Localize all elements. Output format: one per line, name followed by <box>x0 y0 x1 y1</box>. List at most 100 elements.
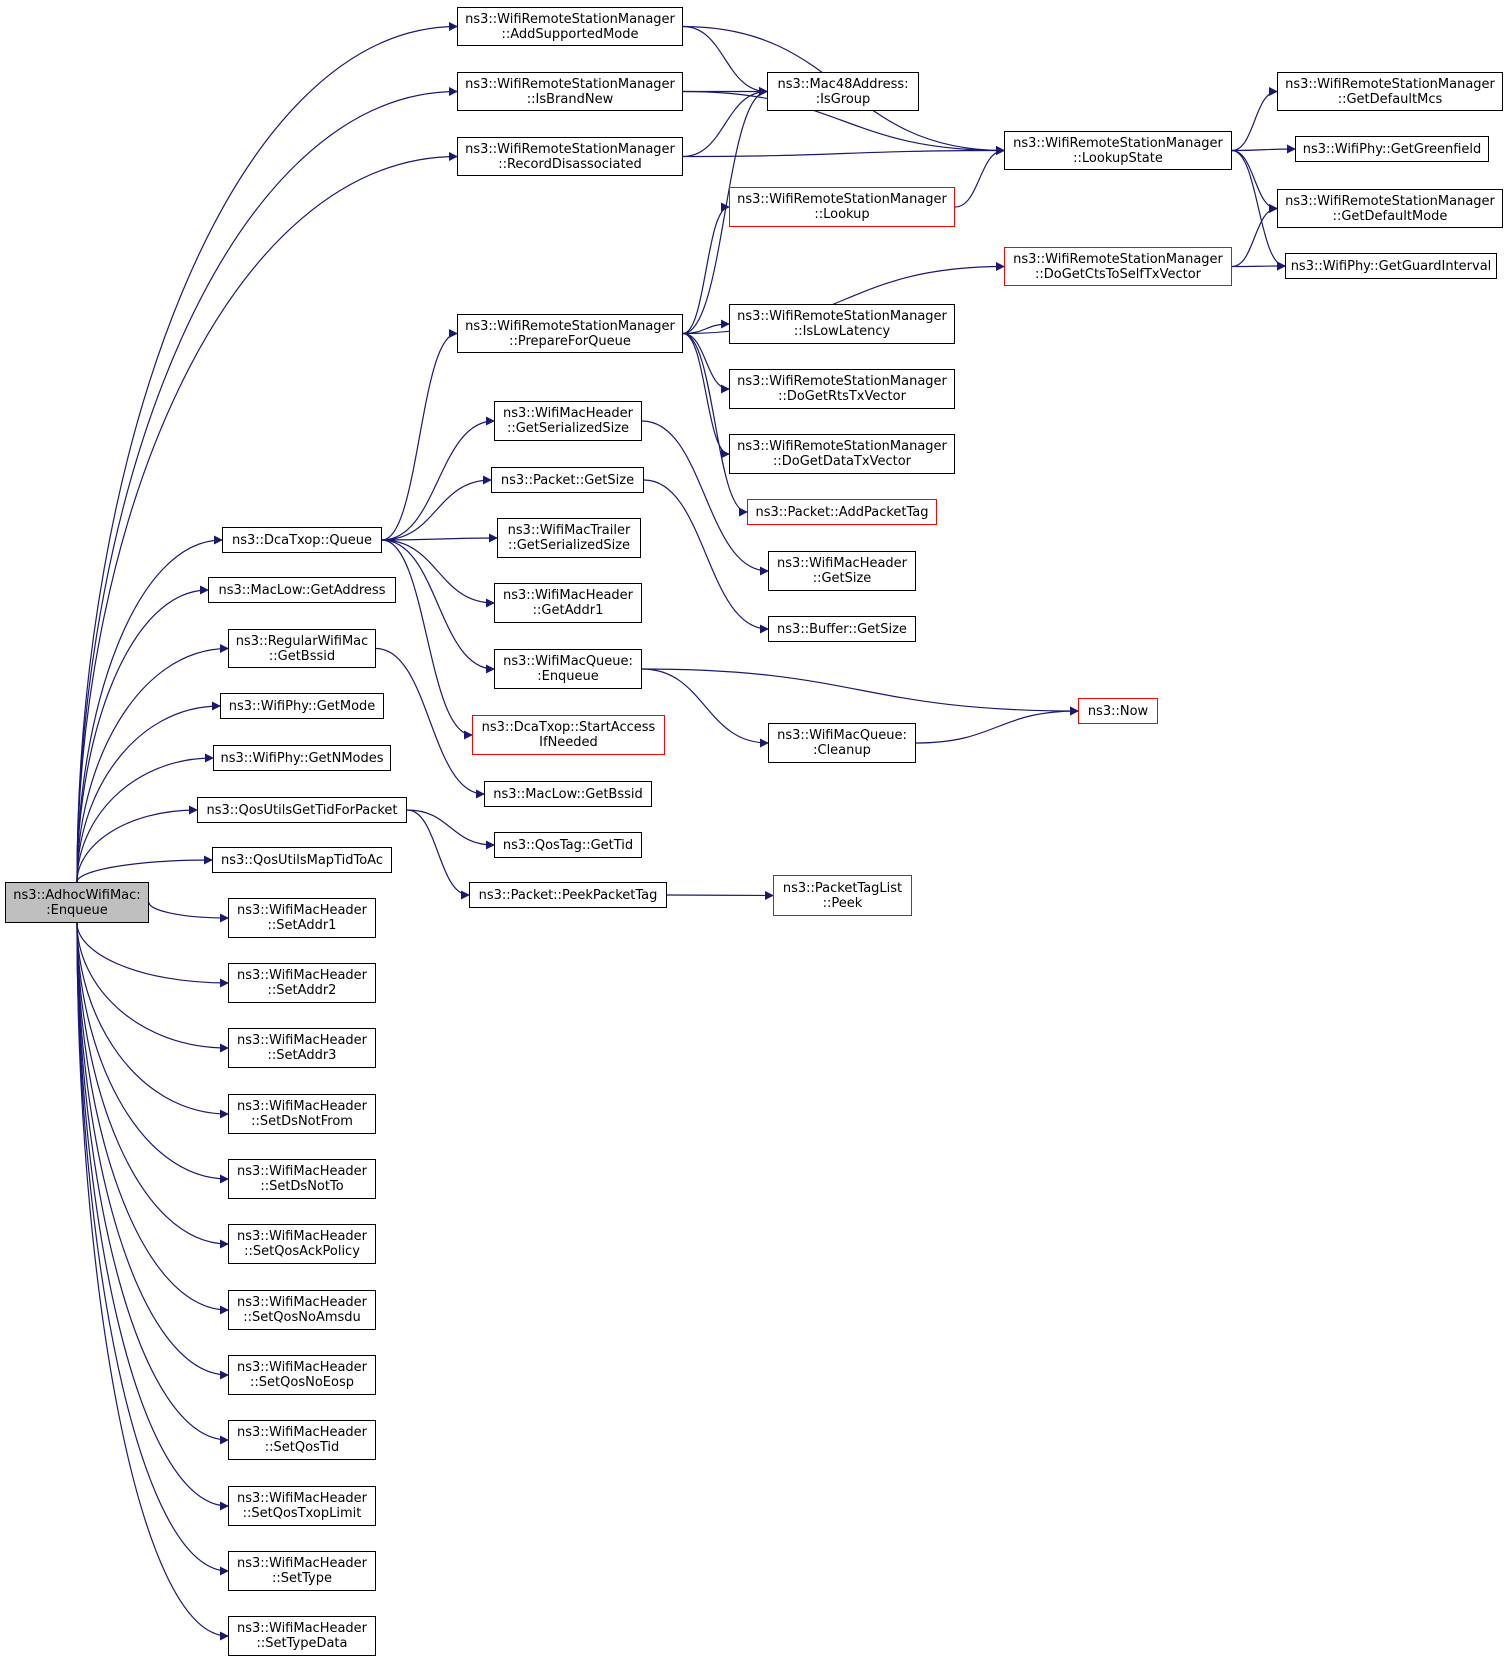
node-is-group[interactable]: ns3::Mac48Address::IsGroup <box>767 72 919 111</box>
node-set-addr1[interactable]: ns3::WifiMacHeader::SetAddr1 <box>228 898 376 938</box>
node-label-line: ns3::PacketTagList <box>782 880 903 896</box>
node-label-line: ns3::WifiMacHeader <box>236 903 368 918</box>
edge-root-to-setQosTid <box>76 922 229 1445</box>
node-set-qos-no-amsdu[interactable]: ns3::WifiMacHeader::SetQosNoAmsdu <box>228 1290 376 1330</box>
node-label-line: ns3::WifiMacHeader <box>236 1491 368 1506</box>
node-label-line: ::SetAddr1 <box>267 918 337 933</box>
node-label-line: ns3::WifiPhy::GetMode <box>228 698 376 714</box>
node-add-supported-mode[interactable]: ns3::WifiRemoteStationManager::AddSuppor… <box>457 7 683 46</box>
node-label-line: ns3::WifiMacTrailer <box>507 523 631 538</box>
node-qos-tag-get-tid[interactable]: ns3::QosTag::GetTid <box>494 832 642 858</box>
node-regular-get-bssid[interactable]: ns3::RegularWifiMac::GetBssid <box>228 629 376 668</box>
node-label-line: ::GetAddr1 <box>532 603 604 618</box>
node-is-brand-new[interactable]: ns3::WifiRemoteStationManager::IsBrandNe… <box>457 72 683 111</box>
node-label-line: ns3::WifiRemoteStationManager <box>1285 193 1495 209</box>
node-label-line: ns3::WifiMacHeader <box>502 406 634 421</box>
node-label-line: ::AddSupportedMode <box>501 26 639 42</box>
node-qos-get-tid-for-packet[interactable]: ns3::QosUtilsGetTidForPacket <box>197 797 407 823</box>
edge-prepareForQueue-to-doGetRts <box>682 332 730 394</box>
node-label-line: ns3::WifiRemoteStationManager <box>1285 76 1495 92</box>
node-set-type-data[interactable]: ns3::WifiMacHeader::SetTypeData <box>228 1616 376 1656</box>
node-mac-low-get-address[interactable]: ns3::MacLow::GetAddress <box>208 577 396 603</box>
node-set-ds-not-from[interactable]: ns3::WifiMacHeader::SetDsNotFrom <box>228 1094 376 1134</box>
node-prepare-for-queue[interactable]: ns3::WifiRemoteStationManager::PrepareFo… <box>457 314 683 353</box>
node-trailer-get-serialized-size[interactable]: ns3::WifiMacTrailer::GetSerializedSize <box>497 518 641 558</box>
node-label-line: ns3::Mac48Address: <box>777 76 909 92</box>
node-qos-map-tid-to-ac[interactable]: ns3::QosUtilsMapTidToAc <box>212 847 392 873</box>
node-label-line: ::IsLowLatency <box>793 324 891 339</box>
node-peek-packet-tag[interactable]: ns3::Packet::PeekPacketTag <box>469 882 667 908</box>
node-label-line: ns3::WifiRemoteStationManager <box>465 318 675 334</box>
node-do-get-data[interactable]: ns3::WifiRemoteStationManager::DoGetData… <box>729 434 955 474</box>
node-lookup-state[interactable]: ns3::WifiRemoteStationManager::LookupSta… <box>1004 131 1232 170</box>
node-label-line: ::SetQosTxopLimit <box>242 1506 362 1521</box>
node-do-get-cts-to-self[interactable]: ns3::WifiRemoteStationManager::DoGetCtsT… <box>1004 247 1232 286</box>
node-set-qos-ack-policy[interactable]: ns3::WifiMacHeader::SetQosAckPolicy <box>228 1224 376 1264</box>
node-label-line: ns3::Packet::GetSize <box>500 472 635 488</box>
node-label-line: ns3::WifiMacQueue: <box>503 654 633 669</box>
node-get-greenfield[interactable]: ns3::WifiPhy::GetGreenfield <box>1295 136 1489 162</box>
node-label-line: ::SetDsNotFrom <box>251 1114 353 1129</box>
edge-doGetCtsToSelf-to-getGuardInterval <box>1231 261 1286 271</box>
node-label-line: ::Lookup <box>814 207 870 222</box>
node-label-line: ns3::WifiRemoteStationManager <box>465 141 675 157</box>
node-label-line: ns3::WifiRemoteStationManager <box>737 374 947 389</box>
edge-qosGetTidForPacket-to-peekPacketTag <box>406 809 470 900</box>
node-label-line: ns3::WifiMacHeader <box>236 1295 368 1310</box>
node-label-line: ::SetQosTid <box>264 1440 340 1455</box>
node-get-addr1[interactable]: ns3::WifiMacHeader::GetAddr1 <box>494 583 642 623</box>
node-is-low-latency[interactable]: ns3::WifiRemoteStationManager::IsLowLate… <box>729 304 955 344</box>
edge-root-to-setAddr1 <box>148 902 229 923</box>
node-get-default-mode[interactable]: ns3::WifiRemoteStationManager::GetDefaul… <box>1277 189 1503 228</box>
node-label-line: ns3::Packet::PeekPacketTag <box>478 887 658 903</box>
node-label-line: ns3::WifiMacHeader <box>236 1621 368 1636</box>
node-do-get-rts[interactable]: ns3::WifiRemoteStationManager::DoGetRtsT… <box>729 369 955 409</box>
node-label-line: ns3::QosUtilsMapTidToAc <box>221 852 383 868</box>
node-tag-list-peek[interactable]: ns3::PacketTagList::Peek <box>773 875 912 916</box>
node-label-line: ns3::WifiPhy::GetNModes <box>220 750 384 766</box>
node-get-nmodes[interactable]: ns3::WifiPhy::GetNModes <box>213 745 391 771</box>
node-mac-low-get-bssid[interactable]: ns3::MacLow::GetBssid <box>484 781 652 807</box>
node-lookup[interactable]: ns3::WifiRemoteStationManager::Lookup <box>729 187 955 227</box>
node-label-line: ::SetQosAckPolicy <box>244 1244 360 1259</box>
edge-hdrGetSerializedSize-to-hdrGetSize <box>641 420 769 576</box>
node-get-mode[interactable]: ns3::WifiPhy::GetMode <box>220 693 384 719</box>
edge-dcaQueue-to-getAddr1 <box>381 539 495 608</box>
node-label-line: ns3::WifiRemoteStationManager <box>737 309 947 324</box>
node-label-line: :IsGroup <box>815 91 871 107</box>
node-wifi-mac-queue-enqueue[interactable]: ns3::WifiMacQueue::Enqueue <box>494 649 642 689</box>
node-label-line: ns3::QosUtilsGetTidForPacket <box>206 802 398 818</box>
node-packet-get-size[interactable]: ns3::Packet::GetSize <box>491 467 644 493</box>
node-get-guard-interval[interactable]: ns3::WifiPhy::GetGuardInterval <box>1285 253 1497 279</box>
node-set-qos-no-eosp[interactable]: ns3::WifiMacHeader::SetQosNoEosp <box>228 1355 376 1395</box>
node-now[interactable]: ns3::Now <box>1078 698 1158 724</box>
node-dca-queue[interactable]: ns3::DcaTxop::Queue <box>222 527 382 553</box>
node-add-packet-tag[interactable]: ns3::Packet::AddPacketTag <box>747 499 937 525</box>
edge-root-to-regularGetBssid <box>76 644 229 883</box>
node-label-line: ns3::QosTag::GetTid <box>502 837 634 853</box>
edge-root-to-setAddr2 <box>76 922 229 988</box>
node-set-addr2[interactable]: ns3::WifiMacHeader::SetAddr2 <box>228 963 376 1003</box>
node-set-qos-tid[interactable]: ns3::WifiMacHeader::SetQosTid <box>228 1420 376 1460</box>
node-get-default-mcs[interactable]: ns3::WifiRemoteStationManager::GetDefaul… <box>1277 72 1503 111</box>
node-set-addr3[interactable]: ns3::WifiMacHeader::SetAddr3 <box>228 1028 376 1068</box>
node-cleanup[interactable]: ns3::WifiMacQueue::Cleanup <box>768 723 916 763</box>
node-record-disassociated[interactable]: ns3::WifiRemoteStationManager::RecordDis… <box>457 137 683 176</box>
node-label-line: ::DoGetCtsToSelfTxVector <box>1034 266 1202 282</box>
node-buffer-get-size[interactable]: ns3::Buffer::GetSize <box>768 616 916 642</box>
node-label-line: ns3::WifiMacHeader <box>502 588 634 603</box>
edge-peekPacketTag-to-tagListPeek <box>666 890 774 900</box>
node-set-ds-not-to[interactable]: ns3::WifiMacHeader::SetDsNotTo <box>228 1159 376 1199</box>
node-label-line: ns3::WifiMacHeader <box>236 1425 368 1440</box>
node-set-type[interactable]: ns3::WifiMacHeader::SetType <box>228 1551 376 1591</box>
node-hdr-get-serialized-size[interactable]: ns3::WifiMacHeader::GetSerializedSize <box>494 401 642 441</box>
edge-dcaQueue-to-startAccess <box>381 539 473 740</box>
node-hdr-get-size[interactable]: ns3::WifiMacHeader::GetSize <box>768 551 916 591</box>
edge-lookupState-to-getDefaultMcs <box>1231 87 1278 152</box>
edge-packetGetSize-to-bufferGetSize <box>643 479 769 634</box>
node-set-qos-txop-limit[interactable]: ns3::WifiMacHeader::SetQosTxopLimit <box>228 1486 376 1526</box>
node-label-line: ::RecordDisassociated <box>498 156 642 172</box>
